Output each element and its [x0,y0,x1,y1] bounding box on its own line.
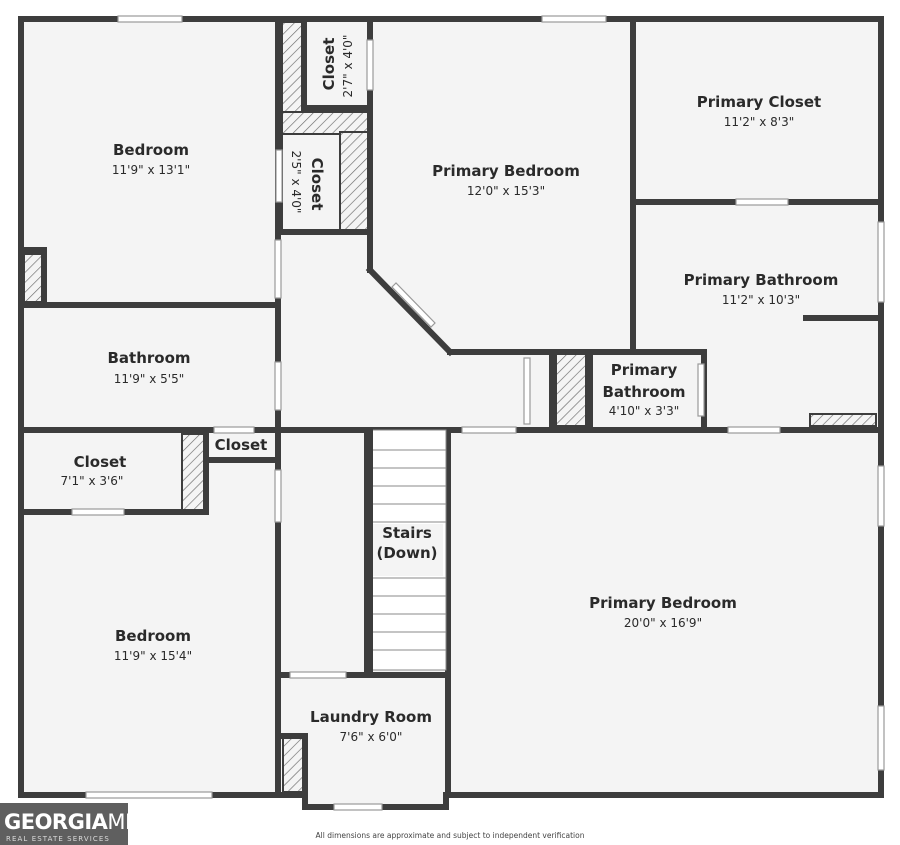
room-dimensions: 11'9" x 15'4" [114,649,192,663]
room-name: Closet [320,38,338,91]
door-openings [71,39,789,679]
hatched-chase [809,413,877,427]
room-dimensions: 2'7" x 4'0" [341,35,355,98]
hatched-chase [282,737,304,793]
room-name: Primary [611,361,678,379]
room-name: Bathroom [107,349,190,367]
disclaimer-text: All dimensions are approximate and subje… [315,831,585,840]
logo-wordmark: GEORGIAMLS [4,810,150,834]
room-name: Primary Closet [697,93,821,111]
floor-area [21,19,881,807]
room-dimensions: 7'6" x 6'0" [340,730,403,744]
hatched-chase [555,353,587,427]
room-dimensions: 11'9" x 5'5" [114,372,185,386]
room-dimensions: 11'2" x 10'3" [722,293,800,307]
room-name: Primary Bedroom [432,162,580,180]
room-dimensions: 11'9" x 13'1" [112,163,190,177]
stairs [369,429,447,671]
room-name: Laundry Room [310,708,432,726]
logo-tagline: REAL ESTATE SERVICES [6,835,110,843]
room-name: Closet [74,453,127,471]
room-name: Primary Bathroom [684,271,839,289]
hatched-chase [281,111,369,135]
room-dimensions: 4'10" x 3'3" [609,404,680,418]
room-name: Closet [215,436,268,454]
room-name: Bathroom [602,383,685,401]
room-name: Closet [308,158,326,211]
room-dimensions: 2'5" x 4'0" [289,151,303,214]
room-name: Stairs [382,524,432,542]
room-dimensions: 20'0" x 16'9" [624,616,702,630]
room-name: Bedroom [115,627,191,645]
room-name: (Down) [376,544,437,562]
room-dimensions: 7'1" x 3'6" [61,474,124,488]
room-name: Primary Bedroom [589,594,737,612]
windows [85,15,885,811]
room-dimensions: 12'0" x 15'3" [467,184,545,198]
georgia-mls-logo: GEORGIAMLS REAL ESTATE SERVICES [0,803,150,845]
hatched-chase [339,131,369,231]
room-dimensions: 11'2" x 8'3" [724,115,795,129]
hatched-chase [181,433,205,511]
room-name: Bedroom [113,141,189,159]
